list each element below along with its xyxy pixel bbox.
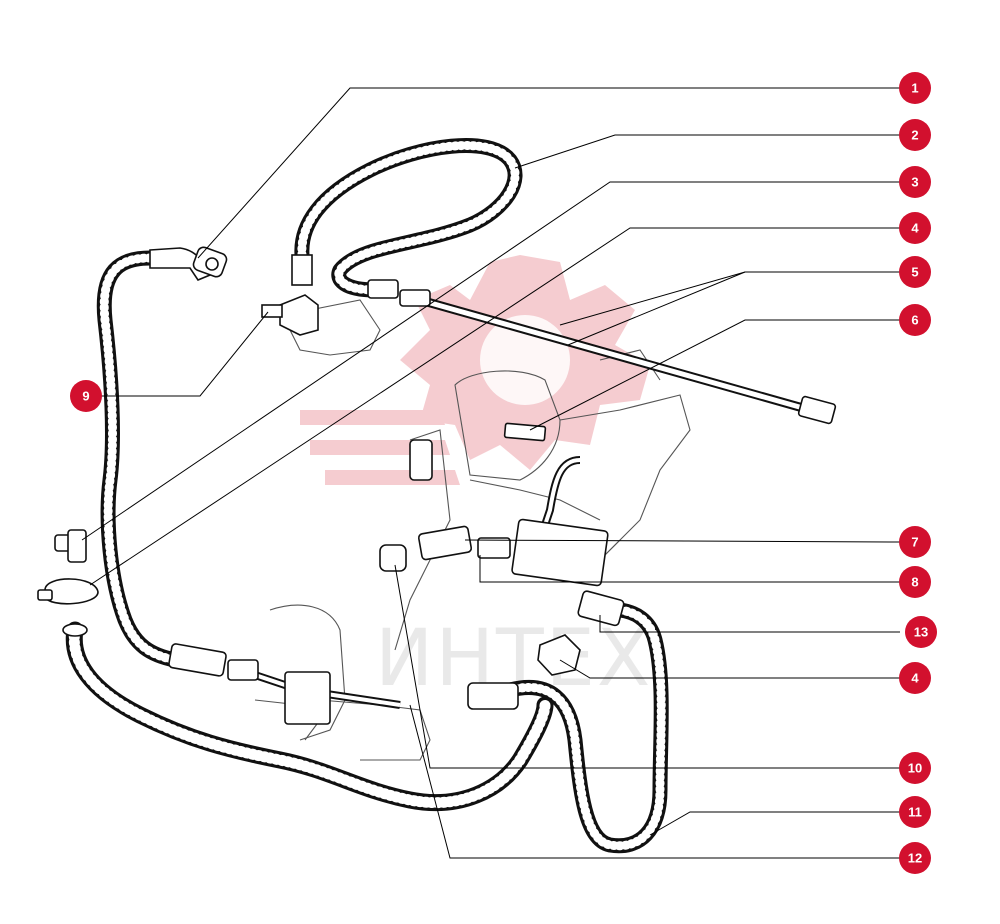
fitting-plug-upper xyxy=(409,439,433,481)
plug-10 xyxy=(379,544,407,572)
callout-label: 13 xyxy=(914,625,928,640)
callout-circle xyxy=(899,304,931,336)
hoses xyxy=(65,138,669,854)
callout-label: 5 xyxy=(911,265,918,280)
fitting-3-elbow xyxy=(54,529,87,563)
leader-2 xyxy=(514,134,900,169)
leader-12 xyxy=(409,704,900,859)
callout-label: 4 xyxy=(911,671,919,686)
leader-9 xyxy=(100,311,269,397)
callout-12: 12 xyxy=(899,842,931,874)
fitting-9-tee xyxy=(261,254,319,336)
fitting-1-elbow xyxy=(149,246,228,281)
callout-label: 2 xyxy=(911,128,918,143)
clamp-4 xyxy=(37,578,99,605)
callout-8: 8 xyxy=(899,566,931,598)
leader-4-top xyxy=(89,227,900,586)
hose-12-end xyxy=(62,623,88,637)
callout-label: 6 xyxy=(911,313,918,328)
fitting-lower-coupling xyxy=(227,659,259,681)
leader-10 xyxy=(394,564,900,769)
leader-5b xyxy=(567,271,746,346)
leader-6 xyxy=(529,319,900,431)
callout-label: 1 xyxy=(911,81,918,96)
callout-label: 10 xyxy=(908,761,922,776)
callout-label: 8 xyxy=(911,575,918,590)
callout-circle xyxy=(899,662,931,694)
callout-label: 3 xyxy=(911,175,918,190)
callout-11: 11 xyxy=(899,796,931,828)
leader-8 xyxy=(479,555,900,583)
fitting-7 xyxy=(417,525,473,561)
fitting-4-lower xyxy=(537,634,581,676)
callout-2: 2 xyxy=(899,119,931,151)
callout-4-bottom: 4 xyxy=(899,662,931,694)
fitting-5-left xyxy=(399,289,431,307)
callout-label: 11 xyxy=(908,805,922,820)
fitting-lower-nut xyxy=(168,643,227,677)
leader-13 xyxy=(599,615,900,633)
callout-circle xyxy=(905,616,937,648)
callout-circle xyxy=(899,842,931,874)
callout-circle xyxy=(899,119,931,151)
callout-circle xyxy=(899,72,931,104)
callout-10: 10 xyxy=(899,752,931,784)
callouts: 1 2 3 4 5 6 7 8 13 4 10 11 12 9 xyxy=(70,72,937,874)
fitting-5-right xyxy=(797,395,837,425)
fittings xyxy=(37,246,837,725)
pipes xyxy=(238,295,812,709)
callout-circle xyxy=(899,256,931,288)
callout-circle xyxy=(899,212,931,244)
leader-1 xyxy=(197,87,900,259)
callout-circle xyxy=(899,566,931,598)
leader-3 xyxy=(81,181,900,541)
callout-circle xyxy=(899,526,931,558)
fitting-8 xyxy=(477,537,511,559)
watermark: ИНТЕХ xyxy=(300,255,650,704)
callout-label: 9 xyxy=(82,389,89,404)
fitting-6 xyxy=(503,422,547,442)
callout-3: 3 xyxy=(899,166,931,198)
leader-lines xyxy=(81,87,901,859)
fitting-13 xyxy=(577,590,625,627)
callout-circle xyxy=(899,166,931,198)
callout-7: 7 xyxy=(899,526,931,558)
callout-label: 7 xyxy=(911,535,918,550)
callout-circle xyxy=(899,752,931,784)
callout-label: 4 xyxy=(911,221,919,236)
clamp-bracket xyxy=(284,671,331,725)
callout-13: 13 xyxy=(905,616,937,648)
callout-5: 5 xyxy=(899,256,931,288)
fitting-11-end xyxy=(467,682,519,710)
callout-circle xyxy=(70,380,102,412)
callout-6: 6 xyxy=(899,304,931,336)
fitting-upper-nut xyxy=(367,279,399,299)
fitting-valve-block xyxy=(511,518,609,587)
callout-9: 9 xyxy=(70,380,102,412)
callout-label: 12 xyxy=(908,851,922,866)
callout-circle xyxy=(899,796,931,828)
callout-4-top: 4 xyxy=(899,212,931,244)
leader-11 xyxy=(649,811,900,836)
leader-7 xyxy=(464,539,901,543)
callout-1: 1 xyxy=(899,72,931,104)
leader-4-bottom xyxy=(559,659,900,679)
